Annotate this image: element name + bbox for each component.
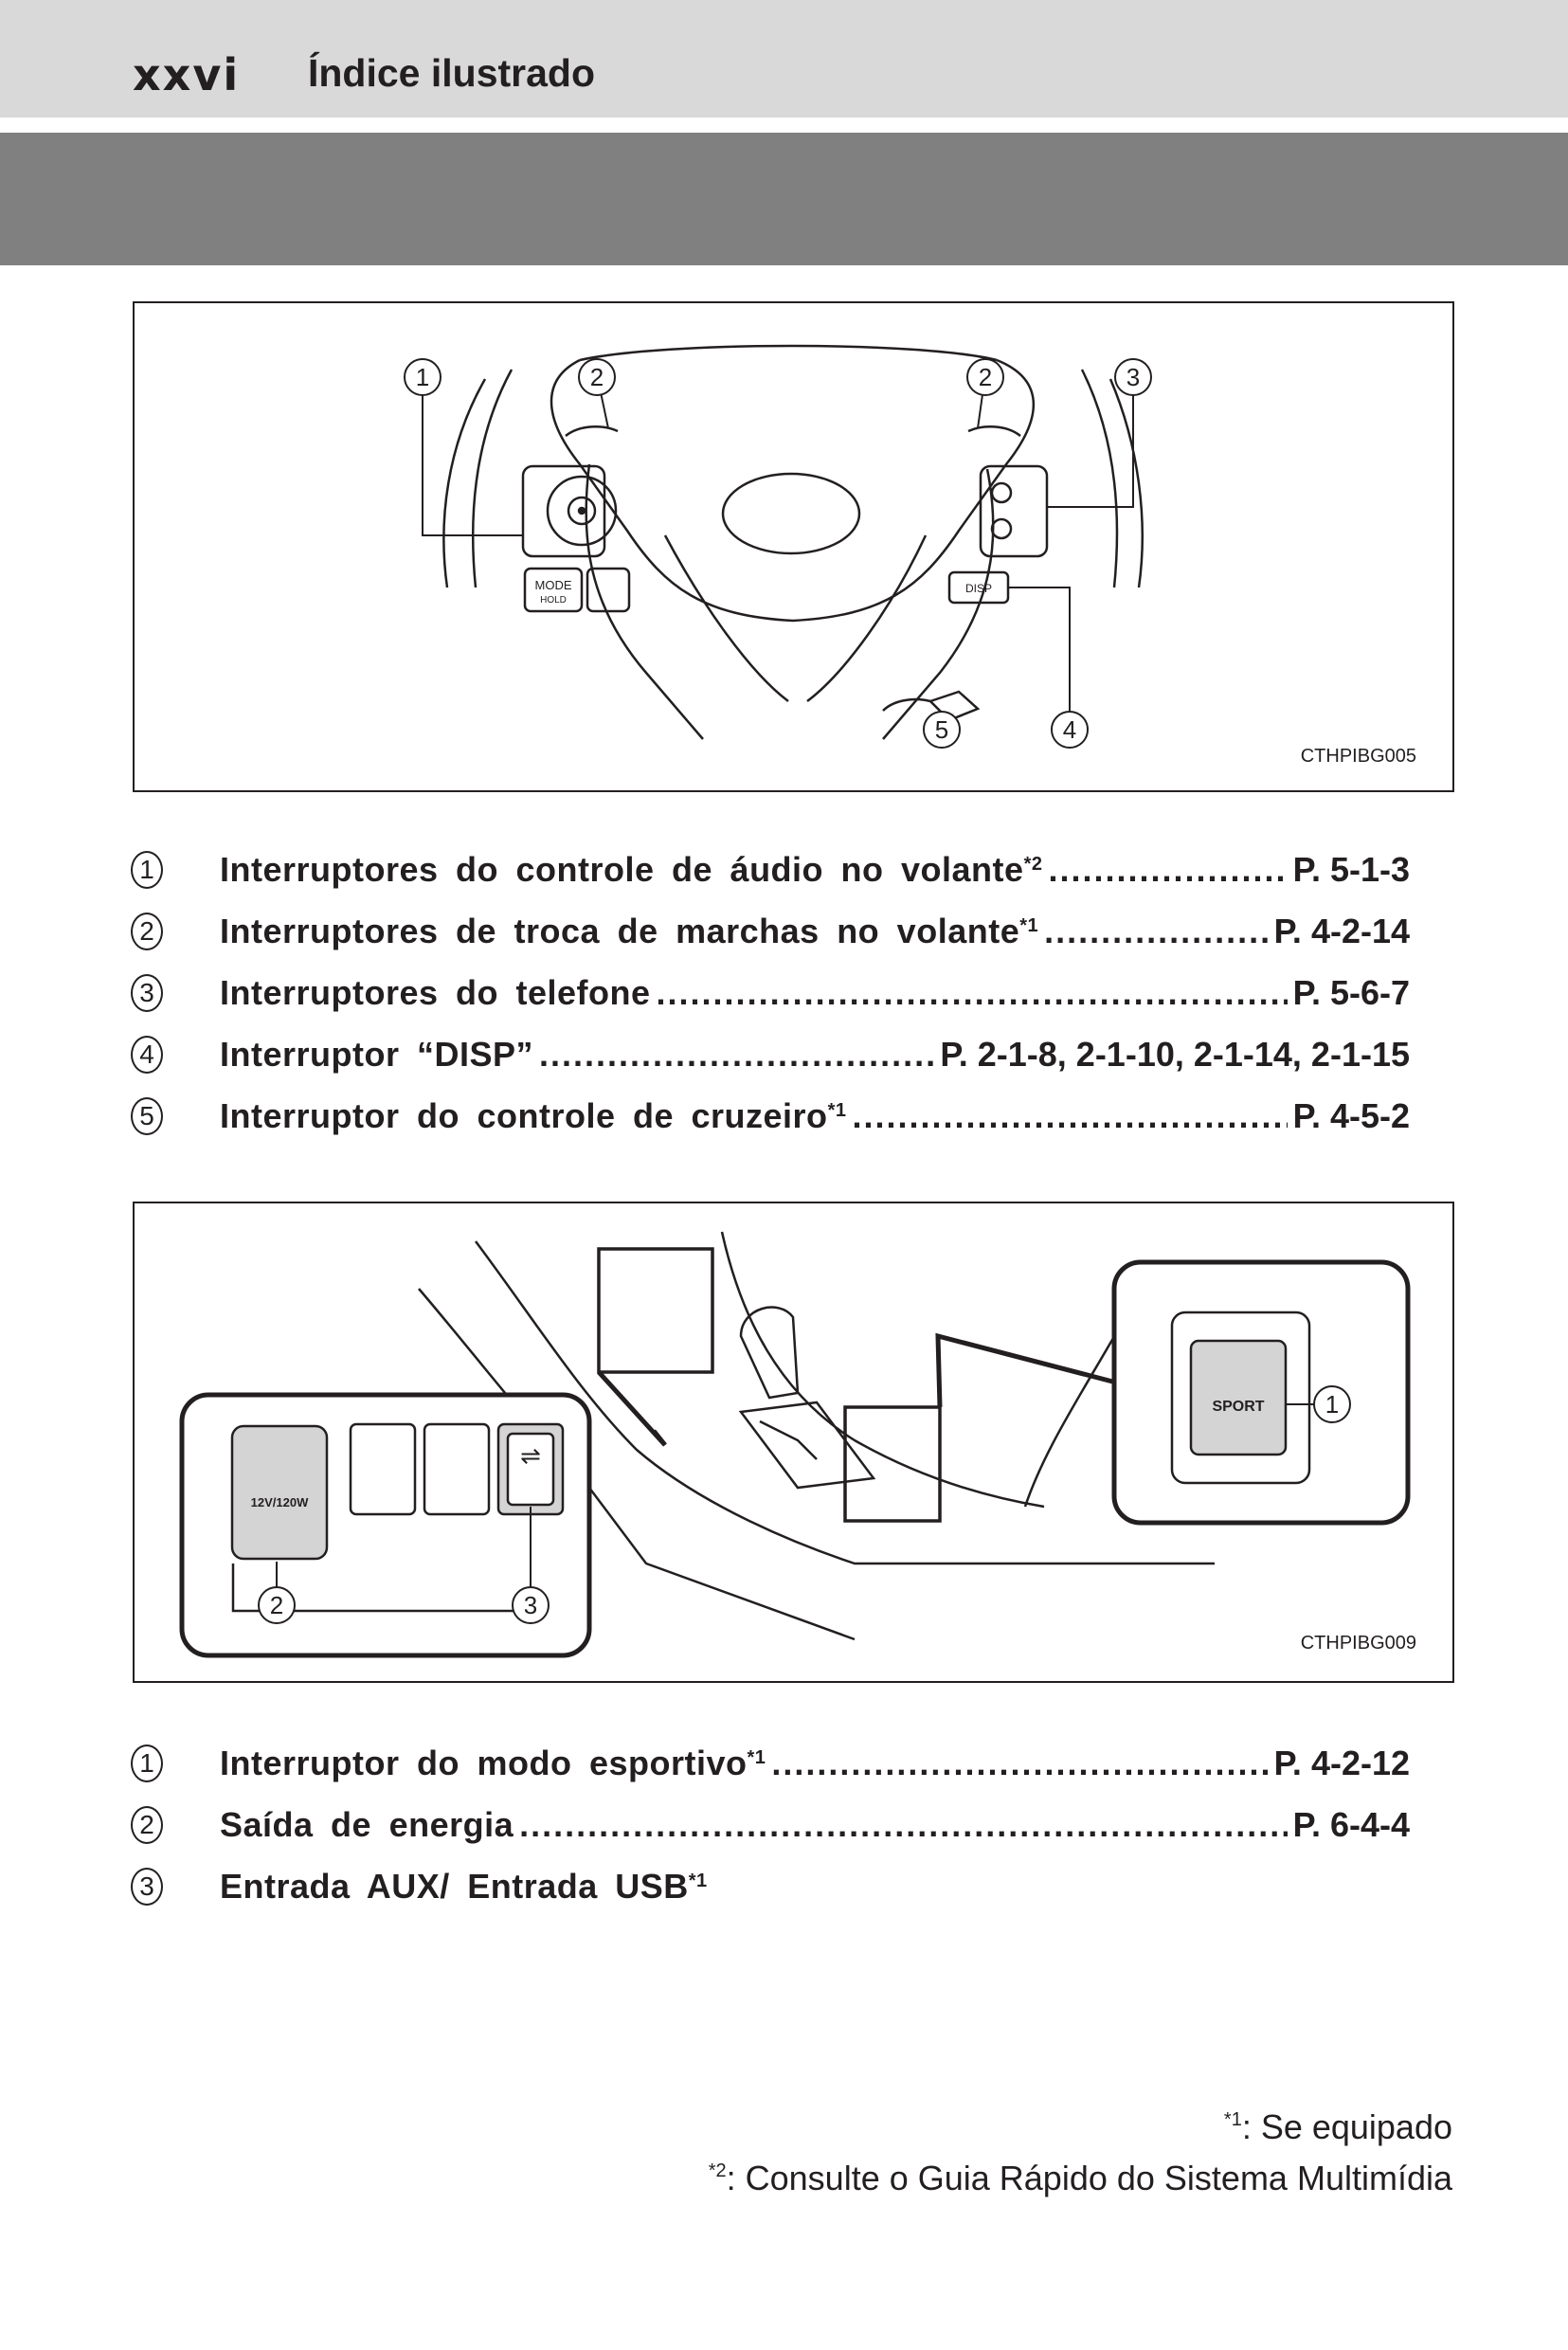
disp-button-label: DISP bbox=[965, 582, 992, 595]
footnotes: *1: Se equipado *2: Consulte o Guia Rápi… bbox=[709, 2102, 1452, 2204]
callout-2: 2 bbox=[270, 1591, 283, 1619]
sport-button-label: SPORT bbox=[1212, 1399, 1264, 1415]
leader-dots bbox=[852, 1096, 1287, 1136]
item-label: Interruptores do telefone bbox=[220, 972, 651, 1012]
item-number: 3 bbox=[131, 973, 163, 1012]
page-reference[interactable]: P. 4-2-14 bbox=[1273, 911, 1410, 950]
list-item: 2 Saída de energia P. 6-4-4 bbox=[131, 1794, 1410, 1855]
item-number: 4 bbox=[131, 1035, 163, 1074]
footnote-2: *2: Consulte o Guia Rápido do Sistema Mu… bbox=[708, 2159, 1452, 2197]
item-label: Interruptor “DISP” bbox=[220, 1034, 534, 1074]
item-number: 3 bbox=[131, 1867, 163, 1906]
page-reference[interactable]: P. 5-6-7 bbox=[1292, 972, 1410, 1012]
page-reference[interactable]: P. 2-1-8, 2-1-10, 2-1-14, 2-1-15 bbox=[940, 1034, 1410, 1074]
list-item: 2 Interruptores de troca de marchas no v… bbox=[131, 900, 1410, 962]
item-label: Saída de energia bbox=[220, 1804, 514, 1844]
list-item: 4 Interruptor “DISP” P. 2-1-8, 2-1-10, 2… bbox=[131, 1023, 1410, 1085]
figure-code: CTHPIBG009 bbox=[1300, 1633, 1416, 1654]
item-number: 2 bbox=[131, 1805, 163, 1844]
section-title: Índice ilustrado bbox=[308, 51, 595, 95]
list-item: 5 Interruptor do controle de cruzeiro*1 … bbox=[131, 1085, 1410, 1147]
item-label: Entrada AUX/ Entrada USB*1 bbox=[220, 1866, 708, 1906]
list-item: 3 Interruptores do telefone P. 5-6-7 bbox=[131, 962, 1410, 1023]
list-item: 1 Interruptor do modo esportivo*1 P. 4-2… bbox=[131, 1732, 1410, 1794]
page-reference[interactable]: P. 6-4-4 bbox=[1292, 1804, 1410, 1844]
page-reference[interactable]: P. 4-2-12 bbox=[1273, 1743, 1410, 1782]
callout-4: 4 bbox=[1063, 715, 1076, 744]
callout-2-left: 2 bbox=[590, 363, 604, 391]
leader-dots bbox=[771, 1744, 1268, 1783]
item-number: 1 bbox=[131, 1744, 163, 1782]
callout-3: 3 bbox=[524, 1591, 537, 1619]
page-reference[interactable]: P. 5-1-3 bbox=[1292, 849, 1410, 889]
callout-1: 1 bbox=[416, 363, 429, 391]
console-items-list: 1 Interruptor do modo esportivo*1 P. 4-2… bbox=[131, 1732, 1410, 1917]
leader-dots bbox=[519, 1805, 1287, 1845]
figure-code: CTHPIBG005 bbox=[1300, 746, 1416, 767]
item-label: Interruptores de troca de marchas no vol… bbox=[220, 911, 1039, 950]
footnote-1: *1: Se equipado bbox=[1223, 2107, 1452, 2146]
steering-wheel-figure: MODE HOLD DISP 1 2 2 3 4 5 CTHPIBG005 bbox=[133, 301, 1454, 792]
callout-3: 3 bbox=[1126, 363, 1140, 391]
page-reference[interactable]: P. 4-5-2 bbox=[1292, 1095, 1410, 1135]
item-number: 2 bbox=[131, 912, 163, 950]
steering-items-list: 1 Interruptores do controle de áudio no … bbox=[131, 839, 1410, 1147]
callout-5: 5 bbox=[935, 715, 948, 744]
item-label: Interruptor do controle de cruzeiro*1 bbox=[220, 1095, 847, 1135]
header-bar bbox=[0, 0, 1568, 118]
item-label: Interruptores do controle de áudio no vo… bbox=[220, 849, 1043, 889]
list-item: 1 Interruptores do controle de áudio no … bbox=[131, 839, 1410, 900]
leader-dots bbox=[1044, 912, 1268, 951]
item-number: 5 bbox=[131, 1096, 163, 1135]
center-console-illustration: SPORT 12V/120W ⇌ 1 2 3 bbox=[179, 1231, 1411, 1658]
leader-dots bbox=[539, 1035, 934, 1075]
item-number: 1 bbox=[131, 850, 163, 889]
page-number: xxvi bbox=[133, 49, 241, 100]
mode-button-label: MODE bbox=[535, 578, 572, 592]
leader-dots bbox=[1048, 850, 1287, 890]
leader-dots bbox=[657, 973, 1288, 1013]
steering-wheel-illustration: MODE HOLD DISP 1 2 2 3 4 5 bbox=[404, 344, 1152, 749]
center-console-figure: SPORT 12V/120W ⇌ 1 2 3 CTHPIBG009 bbox=[133, 1202, 1454, 1683]
power-outlet-label: 12V/120W bbox=[251, 1495, 309, 1509]
section-band bbox=[0, 133, 1568, 265]
usb-icon: ⇌ bbox=[520, 1441, 541, 1470]
list-item: 3 Entrada AUX/ Entrada USB*1 bbox=[131, 1855, 1410, 1917]
item-label: Interruptor do modo esportivo*1 bbox=[220, 1743, 766, 1782]
mode-hold-label: HOLD bbox=[540, 595, 567, 606]
callout-2-right: 2 bbox=[979, 363, 992, 391]
callout-1: 1 bbox=[1325, 1390, 1339, 1419]
